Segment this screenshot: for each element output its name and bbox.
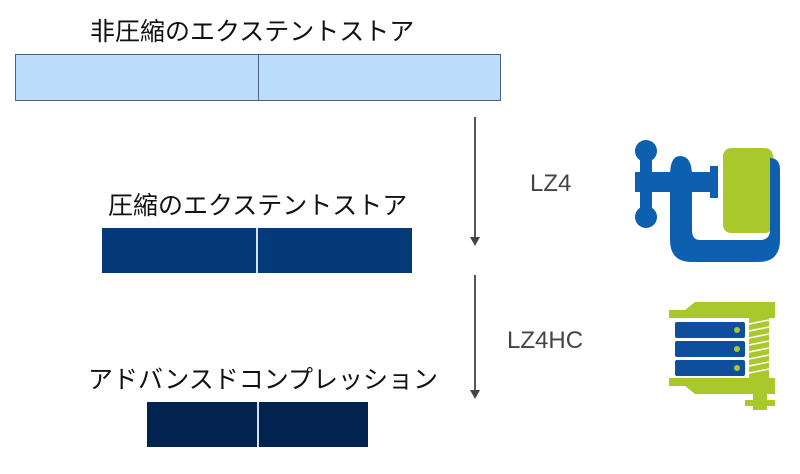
compressed-server-icon bbox=[669, 302, 775, 410]
algorithm-label-lz4hc: LZ4HC bbox=[507, 327, 584, 354]
stage-title-advanced: アドバンスドコンプレッション bbox=[88, 365, 439, 394]
stage-title-compressed: 圧縮のエクステントストア bbox=[108, 191, 408, 220]
extent-segment bbox=[256, 402, 368, 447]
extent-store-bar-advanced bbox=[147, 402, 368, 447]
algorithm-label-lz4: LZ4 bbox=[530, 170, 572, 197]
extent-segment bbox=[102, 228, 256, 273]
extent-segment bbox=[257, 55, 500, 100]
extent-segment bbox=[147, 402, 257, 447]
extent-store-bar-compressed bbox=[102, 228, 412, 273]
extent-segment bbox=[256, 228, 412, 273]
arrow-down-icon bbox=[470, 275, 480, 399]
extent-segment bbox=[16, 55, 258, 100]
stage-title-uncompressed: 非圧縮のエクステントストア bbox=[90, 17, 415, 46]
c-clamp-icon bbox=[635, 140, 780, 262]
extent-store-bar-uncompressed bbox=[15, 54, 501, 101]
arrow-down-icon bbox=[470, 117, 480, 246]
